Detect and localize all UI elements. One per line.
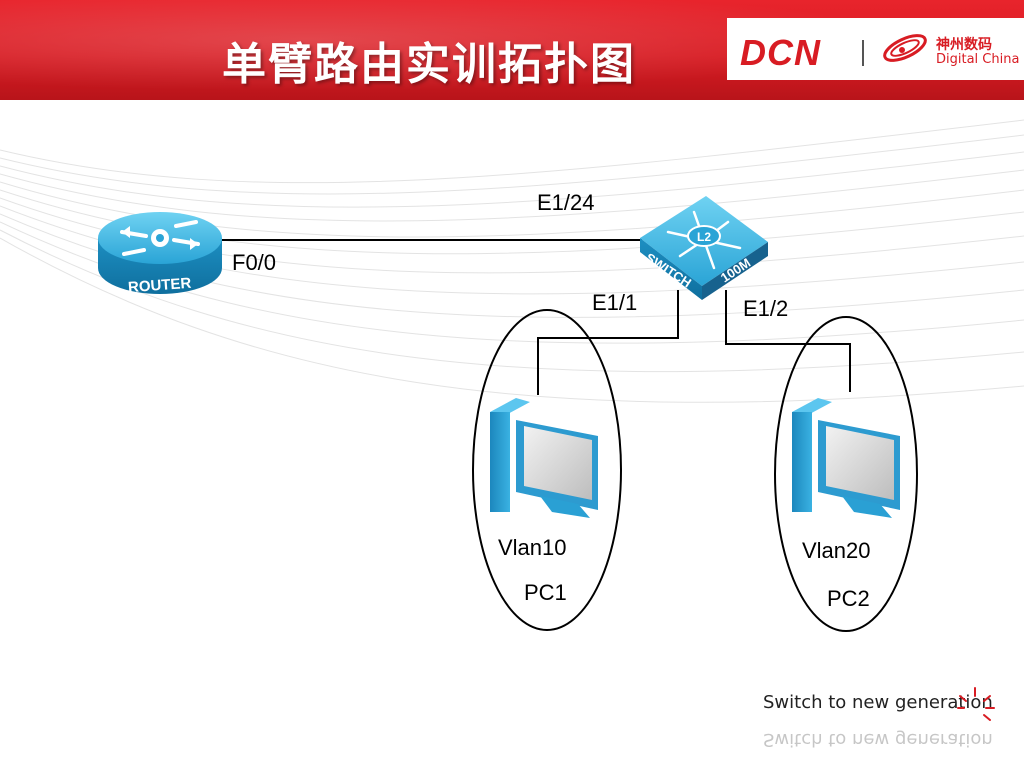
pc1-computer-icon: [490, 398, 598, 518]
pc2-vlan-label: Vlan20: [802, 538, 871, 563]
logo-divider: [862, 40, 864, 66]
switch-icon: [640, 196, 768, 300]
router-port-label: F0/0: [232, 250, 277, 275]
brand-name-en: Digital China: [936, 52, 1020, 67]
footer-tagline: Switch to new generation: [763, 692, 993, 713]
switch-layer-badge: L2: [697, 230, 711, 244]
router-icon: [98, 212, 222, 294]
digital-china-swirl-icon: [883, 34, 927, 62]
router-text: ROUTER: [127, 275, 192, 296]
pc2-name-label: PC2: [827, 586, 870, 611]
vlan20-boundary: [774, 316, 918, 632]
switch-uplink-port-label: E1/24: [537, 190, 595, 215]
dcn-logo: DCN: [740, 32, 821, 73]
pc2-computer-icon: [792, 398, 900, 518]
logo-panel: [727, 18, 1024, 80]
link-switch-pc2: [725, 290, 851, 392]
link-switch-pc1: [537, 290, 679, 395]
page-title: 单臂路由实训拓扑图: [222, 39, 636, 90]
vlan10-boundary: [472, 309, 622, 631]
footer-tagline-reflection: Switch to new generation: [763, 729, 993, 750]
switch-pc1-port-label: E1/1: [592, 290, 638, 315]
brand-name-cn: 神州数码: [936, 37, 992, 53]
spark-icon: [957, 687, 995, 721]
pc1-name-label: PC1: [524, 580, 567, 605]
pc1-vlan-label: Vlan10: [498, 535, 567, 560]
switch-pc2-port-label: E1/2: [743, 296, 789, 321]
